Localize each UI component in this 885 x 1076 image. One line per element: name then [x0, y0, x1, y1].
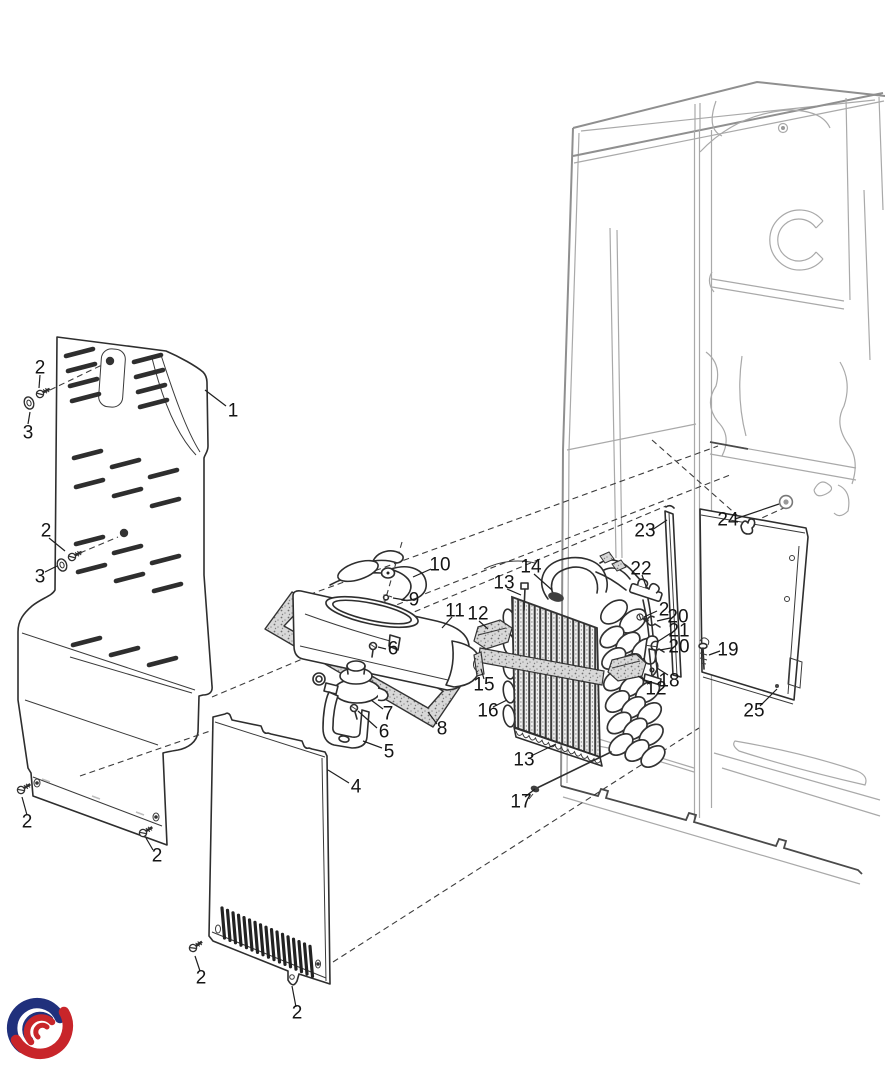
callout-17: 17: [510, 792, 531, 813]
mounting-grommet: [778, 494, 794, 510]
callout-9: 9: [409, 590, 420, 611]
part-25-air-duct-cover: [699, 508, 809, 705]
part-1-rear-air-duct-panel: [17, 336, 213, 846]
callout-16: 16: [477, 701, 498, 722]
refrigerator-cabinet-outline: [560, 80, 885, 885]
callout-1: 1: [228, 401, 239, 422]
callout-21: 21: [668, 621, 689, 642]
callout-25: 25: [743, 701, 764, 722]
part-20-clamp-upper: [646, 615, 661, 628]
callout-6: 6: [379, 722, 390, 743]
callout-18: 18: [658, 671, 679, 692]
brand-swirl-logo: [6, 997, 73, 1059]
callout-5: 5: [384, 742, 395, 763]
part-10-fan-blade: [329, 550, 427, 602]
callout-13: 13: [493, 573, 514, 594]
callout-23: 23: [634, 521, 655, 542]
part-4-evaporator-cover: [208, 712, 331, 986]
callout-8: 8: [437, 719, 448, 740]
callout-2: 2: [292, 1003, 303, 1024]
callout-4: 4: [351, 777, 362, 798]
fasteners: [14, 363, 214, 955]
callout-11: 11: [445, 601, 465, 622]
callout-6: 6: [388, 639, 399, 660]
callout-24: 24: [717, 510, 739, 531]
part-23-channel-strip: [664, 504, 682, 678]
callout-2: 2: [152, 846, 163, 867]
part-24-clip: [740, 518, 756, 535]
callout-2: 2: [22, 812, 33, 833]
callout-22: 22: [630, 559, 651, 580]
callout-19: 19: [717, 640, 738, 661]
callout-2: 2: [35, 358, 46, 379]
callout-13: 13: [513, 750, 534, 771]
evaporator-tubes-and-wires: [483, 556, 609, 611]
callout-2: 2: [196, 968, 207, 989]
part-13-capillary-cap: [520, 582, 529, 590]
part-11-fan-shroud: [292, 590, 481, 691]
callout-15: 15: [473, 675, 494, 696]
callout-7: 7: [383, 704, 394, 725]
part-12-clip-right: [607, 653, 647, 682]
part-19-screw: [698, 637, 710, 670]
part-18-bracket: [643, 648, 662, 686]
part-12-clip-left: [473, 619, 513, 650]
leader-lines: [21, 374, 780, 1008]
cover-vent-slots: [220, 906, 315, 978]
part-9-fan-clip: [382, 594, 393, 601]
callout-3: 3: [23, 423, 34, 444]
callout-3: 3: [35, 567, 46, 588]
callout-14: 14: [520, 557, 542, 578]
part-22-terminal-plug: [628, 578, 663, 602]
callout-2: 2: [659, 600, 670, 621]
motor-wire-clip: [312, 672, 326, 686]
callout-2: 2: [41, 521, 52, 542]
callout-20: 20: [667, 607, 688, 628]
callout-12: 12: [645, 679, 666, 700]
callout-20: 20: [668, 637, 689, 658]
part-6-screws: [349, 641, 378, 720]
evaporator-bottom-louvers: [515, 730, 601, 764]
part-5-motor-bracket: [322, 691, 370, 749]
panel-vent-slots: [63, 346, 184, 668]
part-14-fitting: [548, 592, 564, 602]
callout-12: 12: [467, 604, 488, 625]
part-20-clamp-lower: [650, 640, 665, 653]
callout-10: 10: [429, 555, 450, 576]
part-7-fan-motor: [312, 660, 389, 704]
